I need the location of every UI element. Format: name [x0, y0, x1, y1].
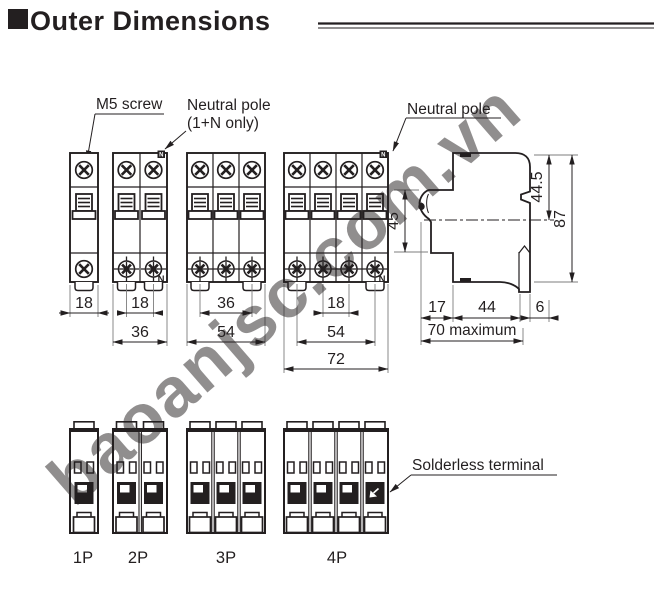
dim-3p-span: 36: [217, 295, 235, 312]
neutral-pole-1n-label: Neutral pole: [187, 97, 271, 114]
neutral-mark-top-4p: [379, 150, 387, 158]
neutral-pole-1n-leader: [164, 130, 187, 150]
neutral-pole-1n-sublabel: (1+N only): [187, 115, 259, 132]
neutral-mark-bottom-4p: N: [379, 274, 386, 285]
neutral-mark-top-2p: [157, 150, 165, 158]
dim-max-depth: 70 maximum: [428, 322, 517, 339]
bottom-view-2p: [112, 420, 168, 534]
front-dimensions: 18 18 36 18 36 54 54 72: [59, 284, 389, 373]
dim-2p-width: 36: [131, 324, 149, 341]
m5-screw-label: M5 screw: [96, 96, 163, 113]
dim-4p-width: 72: [327, 351, 345, 368]
title-square-icon: [8, 9, 28, 29]
bottom-view-3p: [186, 420, 266, 534]
front-view-2p: N N: [112, 150, 168, 292]
label-1p: 1P: [73, 549, 93, 567]
front-view-1p: [69, 152, 99, 292]
bottom-view-labels: 1P 2P 3P 4P: [73, 549, 347, 567]
solderless-arrow-icon: [369, 490, 377, 498]
toggle-tip: [418, 202, 425, 211]
dim-total-height: 87: [552, 210, 569, 228]
side-profile: [418, 152, 531, 293]
neutral-pole-leader: [392, 117, 407, 152]
dim-1p-width: 18: [75, 295, 93, 312]
callouts: M5 screw Neutral pole (1+N only) Neutral…: [85, 96, 557, 493]
dim-4p-span: 54: [327, 324, 345, 341]
neutral-mark-letter: N: [381, 153, 385, 159]
label-4p: 4P: [327, 549, 347, 567]
label-3p: 3P: [216, 549, 236, 567]
bottom-terminal-mark: [460, 278, 471, 282]
header: Outer Dimensions: [8, 6, 654, 36]
top-terminal-mark: [460, 153, 471, 157]
dim-upper-height: 44.5: [529, 171, 546, 202]
side-view: [418, 152, 554, 293]
neutral-mark-bottom-2p: N: [158, 274, 165, 285]
bottom-view-4p: [283, 420, 389, 534]
bottom-view-1p: [69, 420, 99, 534]
dim-rear-depth: 6: [536, 299, 545, 316]
din-clip-chevron: [518, 245, 531, 254]
side-dimensions: 45 44.5 87 17 44 6 70 maximum: [385, 154, 578, 345]
dim-front-height: 45: [385, 212, 402, 230]
front-view-3p: [186, 152, 266, 292]
dim-3p-width: 54: [217, 324, 235, 341]
dim-4p-pitch: 18: [327, 295, 345, 312]
dim-handle-depth: 17: [428, 299, 446, 316]
neutral-pole-label: Neutral pole: [407, 101, 491, 118]
dim-2p-pitch: 18: [131, 295, 149, 312]
solderless-terminal-leader: [389, 474, 412, 493]
neutral-mark-letter: N: [159, 153, 163, 159]
front-view-4p: N N: [283, 150, 389, 292]
dim-body-depth: 44: [478, 299, 496, 316]
page-title: Outer Dimensions: [30, 6, 271, 36]
label-2p: 2P: [128, 549, 148, 567]
solderless-terminal-label: Solderless terminal: [412, 457, 544, 474]
solderless-terminal-face: [367, 484, 380, 494]
